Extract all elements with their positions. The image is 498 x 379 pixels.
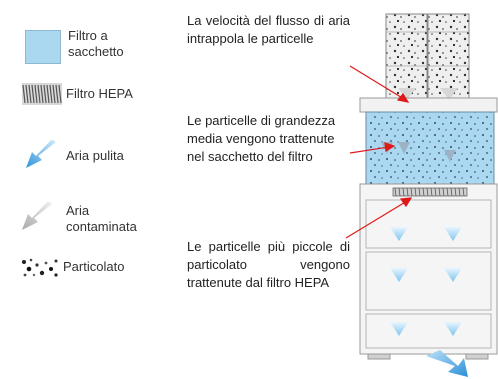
clean-air-label: Aria pulita bbox=[66, 148, 124, 163]
contaminated-air-arrow-icon bbox=[22, 202, 52, 230]
small-particles-note: Le particelle più piccole di particolato… bbox=[187, 239, 350, 290]
hepa-filter-label: Filtro HEPA bbox=[66, 86, 133, 101]
bag-filter-label: Filtro a sacchetto bbox=[68, 28, 124, 59]
outlet-arrow-icon bbox=[426, 350, 468, 377]
hepa-filter bbox=[392, 187, 468, 197]
inlet-arrow-icon bbox=[398, 88, 416, 100]
medium-particles-note: Le particelle di grandezza media vengono… bbox=[187, 113, 336, 164]
hepa-filter-swatch bbox=[22, 83, 62, 105]
bag-filter-swatch bbox=[25, 30, 61, 64]
pointer-lines bbox=[345, 65, 413, 239]
clean-air-arrows bbox=[390, 227, 462, 336]
particulate-label: Particolato bbox=[63, 259, 125, 274]
particulate-icon bbox=[22, 258, 58, 277]
inlet-columns bbox=[385, 13, 470, 100]
clean-air-arrow-icon bbox=[26, 140, 56, 168]
contaminated-air-label: Aria contaminata bbox=[66, 203, 137, 234]
internal-chambers bbox=[365, 199, 492, 349]
airflow-note: La velocità del flusso di aria intrappol… bbox=[187, 13, 350, 46]
